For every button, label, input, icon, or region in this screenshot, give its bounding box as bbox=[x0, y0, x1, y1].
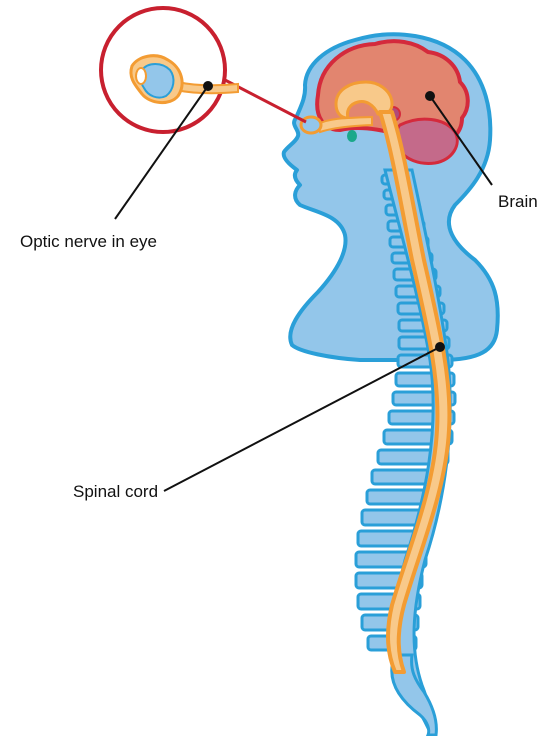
zoomed-eye-lens bbox=[136, 68, 146, 84]
leader-dot-brain bbox=[425, 91, 435, 101]
spinal-cord-label: Spinal cord bbox=[73, 483, 158, 500]
brain-label: Brain bbox=[498, 193, 538, 210]
leader-dot-spinal-cord bbox=[435, 342, 445, 352]
optic-nerve-label: Optic nerve in eye bbox=[20, 233, 157, 250]
gland bbox=[347, 130, 357, 142]
leader-dot-optic-nerve bbox=[203, 81, 213, 91]
